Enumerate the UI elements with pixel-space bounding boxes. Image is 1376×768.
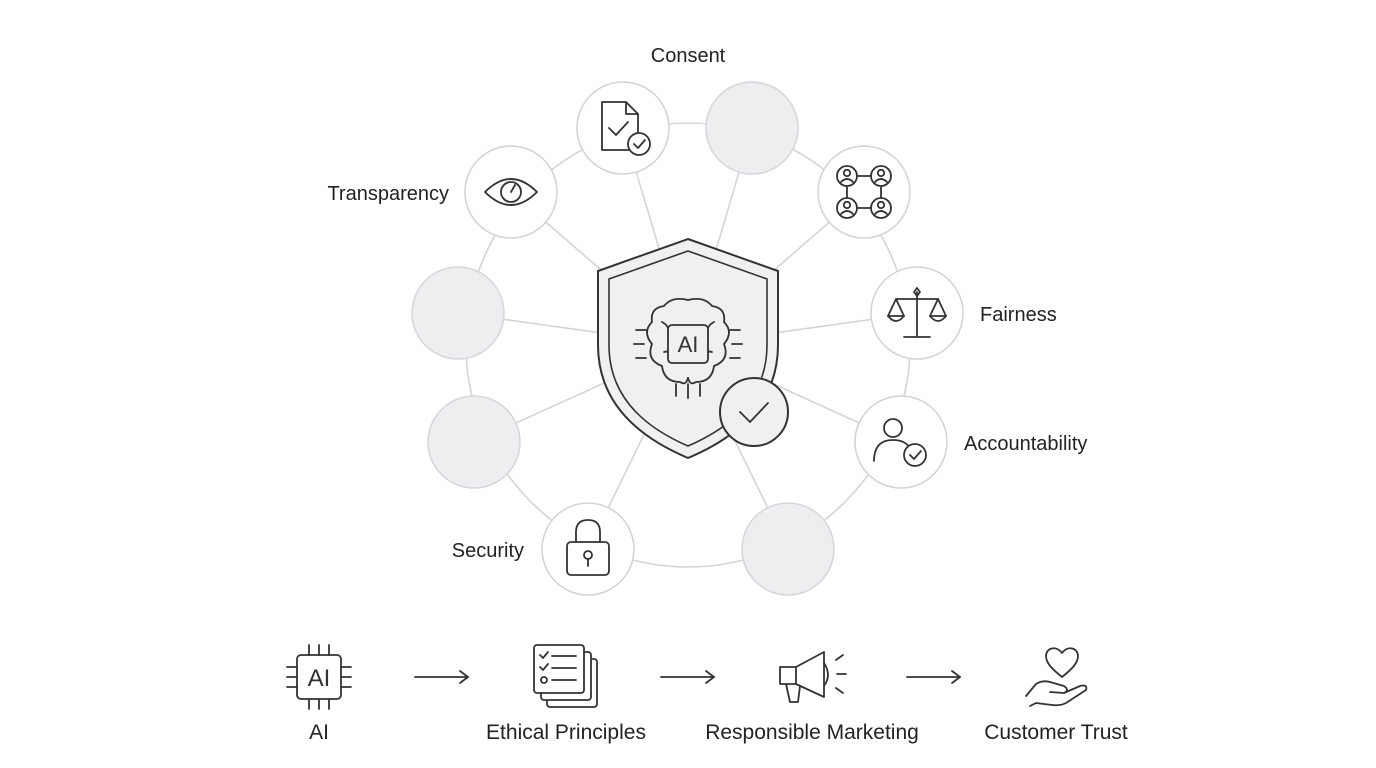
empty-node bbox=[705, 81, 799, 175]
ai-chip-icon: AI bbox=[286, 644, 352, 710]
flow-label-ethical-principles: Ethical Principles bbox=[486, 721, 646, 744]
empty-node bbox=[411, 266, 505, 360]
ai-chip-box bbox=[667, 324, 709, 364]
flow-label-customer-trust: Customer Trust bbox=[984, 721, 1128, 744]
network-node bbox=[817, 145, 911, 239]
document-check-icon bbox=[601, 101, 651, 156]
label-accountability: Accountability bbox=[964, 433, 1087, 455]
arrow-icon bbox=[660, 670, 715, 684]
checklist-documents-icon bbox=[533, 644, 598, 708]
scales-icon bbox=[887, 287, 947, 338]
flow-step-ai: AI AI bbox=[286, 644, 352, 744]
security-node bbox=[541, 502, 635, 596]
flow-step-ethical-principles: Ethical Principles bbox=[486, 644, 646, 744]
accountability-node bbox=[854, 395, 948, 489]
flow-step-responsible-marketing: Responsible Marketing bbox=[705, 651, 919, 744]
megaphone-icon bbox=[779, 651, 847, 703]
flow-label-responsible-marketing: Responsible Marketing bbox=[705, 721, 919, 744]
fairness-node bbox=[870, 266, 964, 360]
arrow-icon bbox=[906, 670, 961, 684]
person-check-icon bbox=[873, 418, 927, 467]
flow-step-customer-trust: Customer Trust bbox=[984, 647, 1128, 744]
label-fairness: Fairness bbox=[980, 304, 1057, 326]
flow-label-ai: AI bbox=[309, 721, 329, 744]
people-network-icon bbox=[836, 165, 892, 219]
consent-node bbox=[576, 81, 670, 175]
chip-text: AI bbox=[308, 665, 331, 692]
ai-shield: AI bbox=[597, 237, 789, 460]
checkmark-badge-icon bbox=[719, 377, 789, 447]
padlock-icon bbox=[566, 519, 610, 576]
transparency-node bbox=[464, 145, 558, 239]
empty-node bbox=[427, 395, 521, 489]
label-transparency: Transparency bbox=[327, 183, 449, 205]
hub-text: AI bbox=[678, 332, 699, 357]
heart-hand-icon bbox=[1025, 647, 1088, 707]
label-consent: Consent bbox=[651, 45, 726, 67]
arrow-icon bbox=[414, 670, 469, 684]
eye-icon bbox=[484, 178, 538, 206]
label-security: Security bbox=[452, 540, 524, 562]
empty-node bbox=[741, 502, 835, 596]
